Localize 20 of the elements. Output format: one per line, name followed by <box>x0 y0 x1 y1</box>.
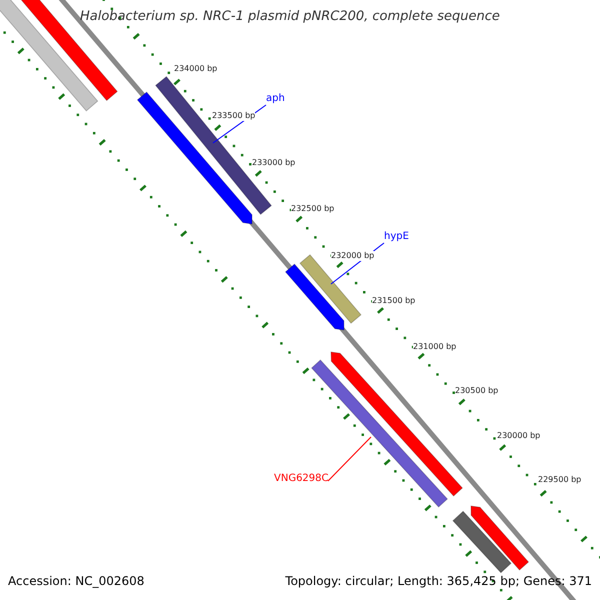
gene-bar <box>452 510 512 574</box>
diagram-title: Halobacterium sp. NRC-1 plasmid pNRC200, complete sequence <box>80 9 500 25</box>
tick-label: 230500 bp <box>455 386 498 396</box>
gene-label: aph <box>266 93 285 105</box>
tick-label: 229500 bp <box>538 475 582 485</box>
tick-label: 234000 bp <box>174 64 218 74</box>
tick-label: 230000 bp <box>497 431 540 441</box>
tick-label: 233500 bp <box>212 111 256 121</box>
tick-label: 231000 bp <box>413 342 456 352</box>
tick-label: 233000 bp <box>252 158 296 168</box>
tick-label: 232000 bp <box>331 251 374 261</box>
gene-arrow <box>284 264 344 330</box>
tick-label: 232500 bp <box>291 204 334 214</box>
accession-text: Accession: NC_002608 <box>8 574 144 588</box>
gene-bar <box>299 254 362 324</box>
tick-label: 231500 bp <box>372 296 416 306</box>
topology-text: Topology: circular; Length: 365,425 bp; Genes: 371 <box>285 574 592 588</box>
gene-label: hypE <box>384 231 409 243</box>
gene-label: VNG6298C <box>274 473 329 485</box>
gene-arrow <box>470 506 530 571</box>
